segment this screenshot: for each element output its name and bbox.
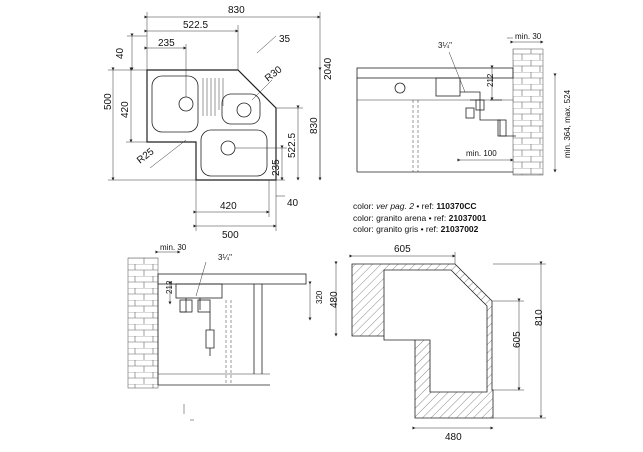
label-212-front: 212 [165, 280, 174, 294]
lower-drain [220, 140, 236, 156]
dim-40-bottom: 40 [287, 198, 299, 209]
color-name: ver pag. 2 [376, 201, 414, 211]
countertop-front [157, 273, 307, 285]
overflow-fitting [394, 82, 406, 94]
label-min100-side: min. 100 [466, 149, 497, 158]
dim-830-right: 830 [309, 117, 320, 134]
label-320-front: 320 [315, 290, 324, 304]
dim-500-left: 500 [103, 93, 114, 110]
label-810-right: 810 [534, 309, 545, 326]
dim-40-left: 40 [115, 47, 126, 59]
label-605-right: 605 [512, 331, 523, 348]
dim-522-top: 522.5 [183, 20, 208, 31]
label-480-bottom: 480 [445, 432, 462, 443]
color-prefix: color: [353, 224, 377, 234]
label-480-left: 480 [329, 291, 340, 308]
label-min364-side: min. 364, max. 524 [563, 89, 572, 158]
color-prefix: color: [353, 201, 377, 211]
wall-brick-side [512, 48, 544, 176]
label-212-side: 212 [486, 73, 495, 87]
label-3quarter-front: 3¼" [218, 253, 232, 262]
lower-bowl [200, 129, 268, 177]
cutout-view: 605 480 810 605 480 [329, 244, 546, 443]
dim-420-left: 420 [120, 101, 131, 118]
drain-pipe-side [460, 91, 516, 137]
color-name: granito arena [376, 212, 427, 223]
color-prefix: color: [353, 212, 377, 223]
drainer-ribs [202, 78, 224, 116]
bowl-front [175, 283, 223, 299]
dim-235-top: 235 [158, 38, 175, 49]
label-min30-front: min. 30 [160, 243, 187, 252]
front-view: min. 30 3¼" 212 320 [127, 243, 324, 421]
ref-code: 21037001 [448, 212, 487, 223]
left-bowl [151, 75, 199, 133]
countertop-side [356, 67, 514, 79]
dim-r30: R30 [263, 64, 285, 84]
ref-code: 21037002 [440, 224, 479, 234]
cutout-opening [383, 269, 488, 393]
dim-522-right: 522.5 [287, 133, 298, 158]
color-reference-list: color: ver pag. 2 • ref: 110370CC color:… [353, 201, 486, 236]
color-row: color: granito arena • ref: 21037001 [353, 213, 486, 225]
bowl-side [435, 77, 461, 97]
dim-r25: R25 [135, 146, 157, 166]
ref-label: • ref: [426, 212, 449, 223]
dim-2040: 2040 [323, 57, 334, 80]
color-row: color: granito gris • ref: 21037002 [353, 224, 486, 236]
dim-35-hole: 35 [279, 34, 291, 45]
label-605-top: 605 [394, 244, 411, 255]
top-view: 830 522.5 40 235 35 R30 2040 500 420 R25… [103, 5, 334, 241]
dim-235-right: 235 [271, 159, 282, 176]
dim-830-top: 830 [228, 5, 245, 16]
side-view: min. 30 3¼" 212 min. 100 min. 364, max. … [356, 32, 572, 176]
label-3quarter-side: 3¼" [438, 41, 452, 50]
left-drain [178, 96, 194, 112]
color-name: granito gris [376, 224, 419, 234]
dim-500-bottom: 500 [222, 230, 239, 241]
ref-label: • ref: [418, 224, 441, 234]
ref-label: • ref: [413, 201, 437, 211]
ref-code: 110370CC [436, 201, 477, 211]
corner-bowl [221, 93, 261, 125]
wall-brick-front [127, 257, 159, 389]
dim-420-bottom: 420 [220, 201, 237, 212]
corner-drain [236, 102, 252, 118]
color-row: color: ver pag. 2 • ref: 110370CC [353, 201, 486, 213]
sink-outline [146, 69, 277, 181]
label-min30-side: min. 30 [515, 32, 542, 41]
